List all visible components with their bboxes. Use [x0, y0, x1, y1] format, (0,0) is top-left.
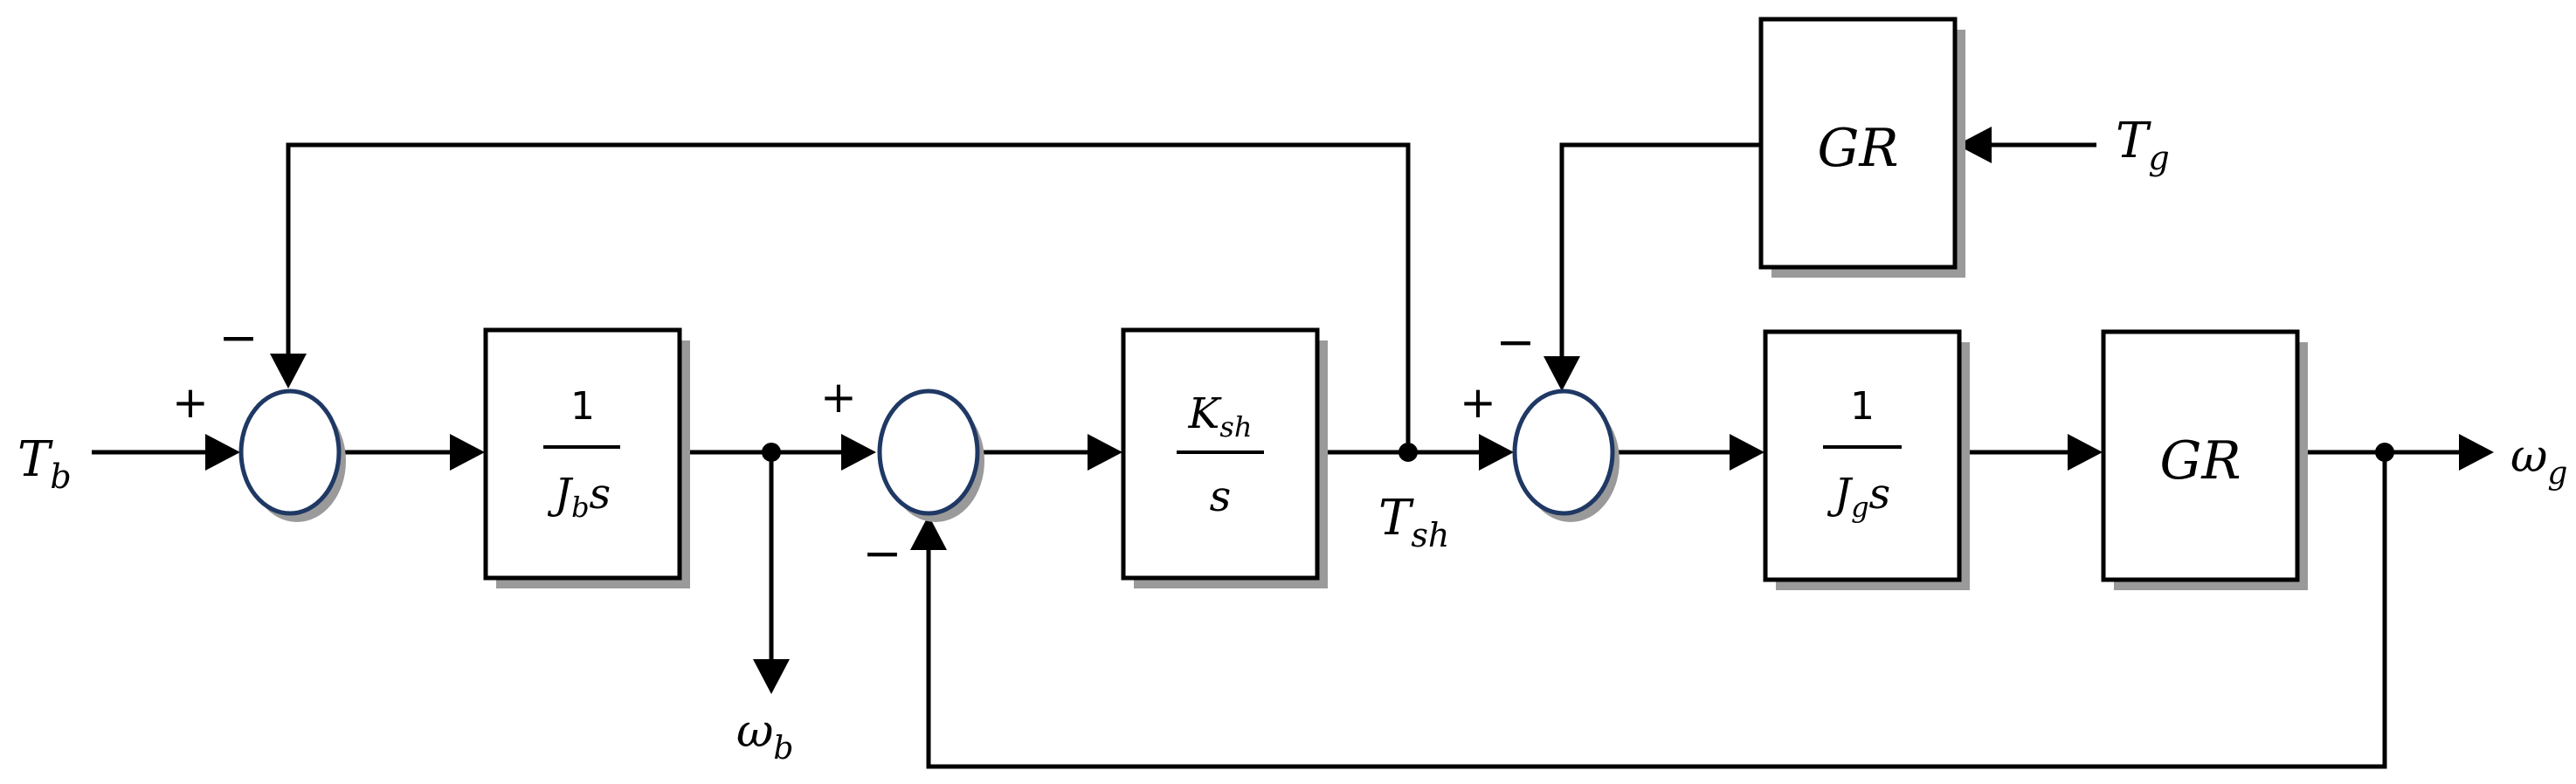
- summing-junction-2: [877, 389, 984, 522]
- arrowhead: [450, 434, 485, 471]
- arrowhead: [1479, 434, 1514, 471]
- shaft-stiffness-numerator: Ksh: [1188, 389, 1253, 444]
- arrowhead: [2459, 434, 2494, 471]
- branch-point-omega-b: [762, 443, 781, 462]
- generator-inertia-numerator: 1: [1850, 384, 1875, 429]
- signal-label-t-b: Tb: [17, 431, 72, 496]
- arrowhead: [910, 515, 947, 550]
- sum2-plus-sign: +: [820, 372, 857, 423]
- blade-inertia-numerator: 1: [570, 384, 595, 429]
- arrowhead: [753, 659, 790, 694]
- arrowhead: [1730, 434, 1765, 471]
- arrowhead: [1088, 434, 1122, 471]
- gear-ratio-output-label: GR: [2159, 430, 2241, 492]
- arrowhead: [205, 434, 240, 471]
- generator-inertia-block: 1 Jgs: [1763, 329, 1970, 590]
- wire-tsh-feedback: [286, 142, 1411, 452]
- gear-ratio-top-block: GR: [1758, 17, 1965, 278]
- shaft-stiffness-block: Ksh s: [1121, 327, 1328, 588]
- gear-ratio-top-label: GR: [1817, 118, 1898, 179]
- signal-label-t-sh: Tsh: [1378, 490, 1449, 554]
- signal-label-omega-b: ωb: [736, 705, 793, 767]
- summing-junction-3: [1512, 389, 1619, 522]
- branch-point-tsh: [1398, 443, 1418, 462]
- blade-inertia-denominator: Jbs: [547, 470, 611, 524]
- sum3-minus-sign: −: [1495, 314, 1535, 369]
- sum3-plus-sign: +: [1460, 377, 1496, 428]
- signal-label-omega-g: ωg: [2510, 430, 2567, 492]
- branch-point-omega-g: [2375, 443, 2394, 462]
- arrowhead: [270, 354, 307, 389]
- shaft-stiffness-denominator: s: [1210, 472, 1232, 521]
- sum1-minus-sign: −: [218, 310, 258, 365]
- wire-gr-top-to-sum3: [1559, 142, 1760, 362]
- blade-inertia-block: 1 Jbs: [483, 327, 690, 588]
- summing-junction-1: [238, 389, 346, 522]
- arrowhead: [841, 434, 876, 471]
- gear-ratio-output-block: GR: [2101, 329, 2308, 590]
- arrowheads: [205, 127, 2494, 694]
- arrowhead: [2068, 434, 2103, 471]
- signal-label-t-g: Tg: [2116, 113, 2170, 177]
- sum2-minus-sign: −: [862, 526, 901, 581]
- wire-omega-g-feedback: [926, 452, 2387, 769]
- arrowhead: [1544, 356, 1580, 391]
- arrowhead: [1957, 127, 1992, 163]
- sum1-plus-sign: +: [172, 377, 209, 428]
